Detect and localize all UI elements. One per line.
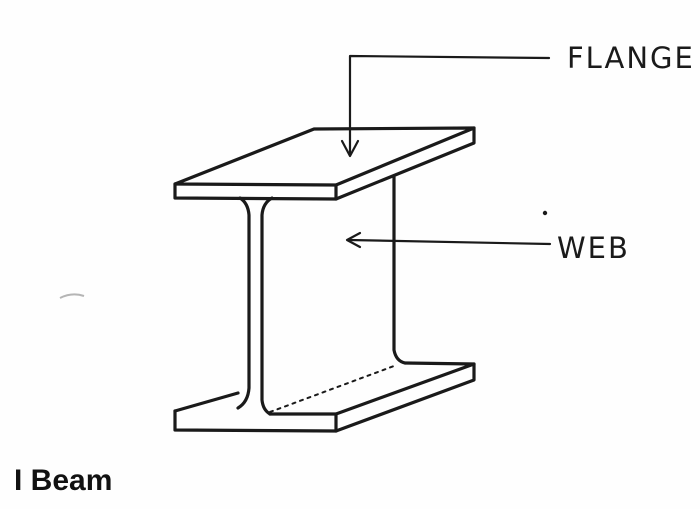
flange-label: FLANGE	[567, 41, 695, 75]
flange-leader-arrow	[340, 54, 551, 158]
top-flange	[173, 126, 476, 201]
top-flange-top-face	[173, 126, 476, 187]
bottom-flange-hidden-edge	[269, 365, 395, 413]
top-flange-side-face	[334, 126, 476, 201]
bottom-flange-front-face	[173, 409, 338, 433]
top-flange-front-face	[173, 182, 338, 201]
diagram-caption: I Beam	[14, 464, 113, 497]
web	[236, 175, 407, 416]
bottom-flange-side-face	[334, 362, 476, 433]
ink-speck	[542, 210, 548, 216]
web-far-edge	[392, 175, 407, 365]
bottom-flange-top-face	[173, 361, 476, 416]
bottom-flange	[173, 361, 476, 433]
web-label: WEB	[557, 231, 630, 265]
web-leader-arrow	[345, 231, 552, 249]
web-front-face	[236, 196, 274, 416]
pencil-smudge	[59, 293, 85, 299]
